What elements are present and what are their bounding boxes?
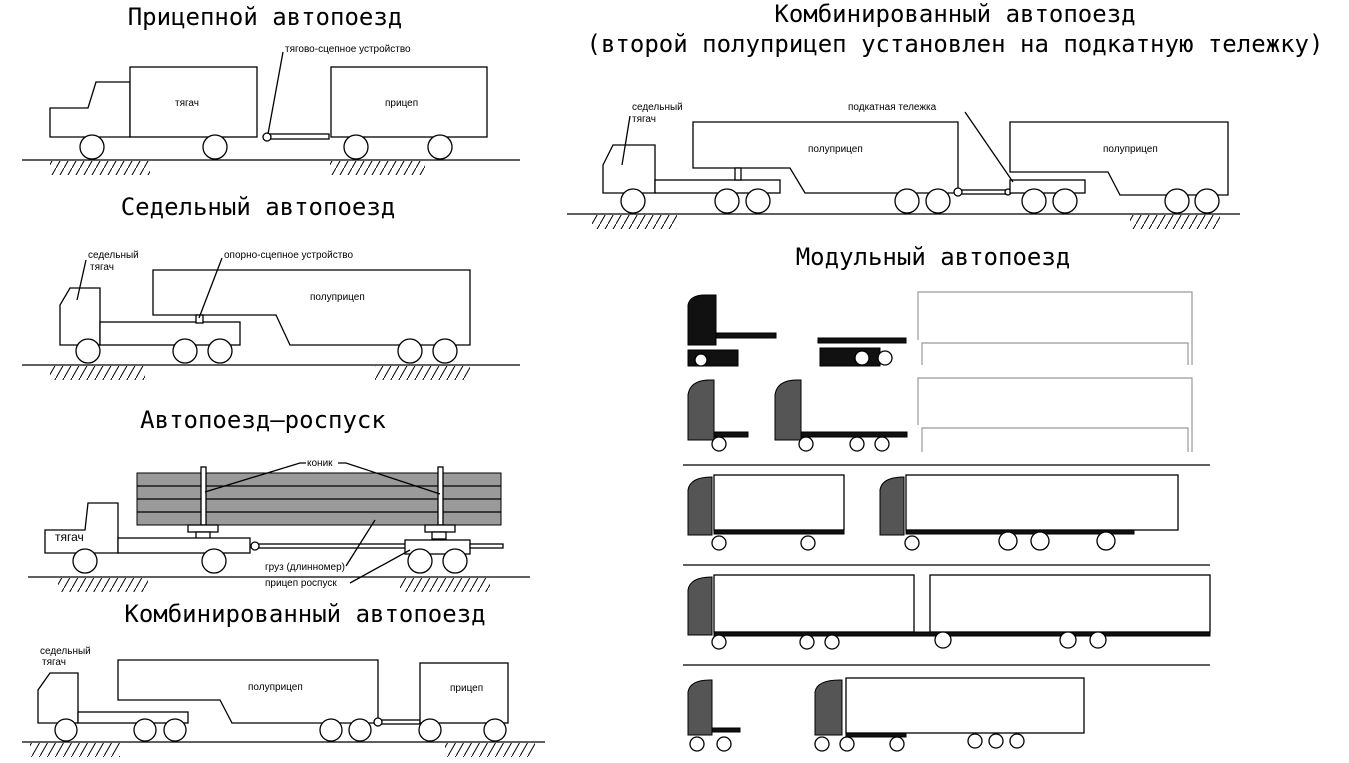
- label-tractor: тягач: [55, 530, 84, 544]
- drawbar: [266, 133, 330, 140]
- semitrailer-2: [1009, 121, 1229, 196]
- title-combined-dolly-1: Комбинированный автопоезд: [774, 0, 1135, 28]
- title-semitrailer-train: Седельный автопоезд: [121, 193, 396, 221]
- module-row-3: [683, 474, 1210, 566]
- combined-train-diagram: Комбинированный автопоезд полуприцеп сед…: [22, 600, 545, 757]
- label-saddle-tractor: седельный: [632, 102, 683, 113]
- modular-train-diagram: Модульный автопоезд: [683, 243, 1211, 752]
- bolster-post: [437, 466, 444, 526]
- wheel: [343, 134, 369, 160]
- label-trailer: прицеп: [385, 98, 418, 109]
- module-row-5: [687, 677, 1085, 752]
- wheel: [427, 134, 453, 160]
- label-bolster: коник: [307, 458, 333, 469]
- semitrailer-body: [152, 269, 471, 346]
- tractor-cab: [44, 502, 119, 554]
- coupling: [262, 132, 272, 142]
- wheel: [79, 134, 105, 160]
- label-tow-coupling: тягово-сцепное устройство: [285, 44, 411, 55]
- label-cargo: груз (длинномер): [265, 562, 345, 573]
- wheel: [202, 134, 228, 160]
- tractor-cab: [602, 144, 656, 194]
- label-pole-trailer: прицеп роспуск: [265, 578, 337, 589]
- tractor-frame: [99, 321, 241, 346]
- label-saddle-tractor-2: тягач: [632, 114, 656, 125]
- dolly: [1009, 179, 1086, 194]
- combined-dolly-train-diagram: Комбинированный автопоезд (второй полупр…: [567, 0, 1323, 229]
- label-saddle-tractor-2: тягач: [90, 262, 114, 273]
- title-trailer-train: Прицепной автопоезд: [128, 3, 403, 31]
- semitrailer-body: [117, 659, 379, 724]
- title-combined-dolly-2: (второй полуприцеп установлен на подкатн…: [587, 30, 1324, 58]
- truck-body: [129, 66, 258, 138]
- label-tractor: тягач: [175, 98, 199, 109]
- label-saddle-tractor: седельный: [40, 646, 91, 657]
- log-train-diagram: Автопоезд–роспуск тягач коник груз (длин…: [28, 406, 530, 592]
- module-row-4: [683, 574, 1211, 666]
- label-fifth-wheel: опорно-сцепное устройство: [224, 250, 353, 261]
- semitrailer-train-diagram: Седельный автопоезд полуприцеп седельный…: [22, 193, 520, 380]
- reach-pole: [254, 543, 408, 549]
- label-saddle-tractor-2: тягач: [42, 657, 66, 668]
- label-saddle-tractor: седельный: [88, 250, 139, 261]
- module-row-2: [683, 377, 1210, 466]
- semitrailer-1: [692, 121, 959, 194]
- trailer-body: [330, 66, 488, 138]
- label-semitrailer-2: полуприцеп: [1103, 144, 1158, 155]
- trailer-body: [419, 662, 509, 724]
- trailer-train-diagram: Прицепной автопоезд тягач прицеп тягово-…: [22, 3, 520, 175]
- title-log-train: Автопоезд–роспуск: [140, 406, 386, 434]
- label-trailer: прицеп: [450, 683, 483, 694]
- label-semitrailer-1: полуприцеп: [808, 144, 863, 155]
- tractor-cab: [59, 287, 101, 346]
- label-semitrailer: полуприцеп: [248, 682, 303, 693]
- title-combined-train: Комбинированный автопоезд: [124, 600, 485, 628]
- truck-cab: [49, 81, 131, 138]
- module-row-1: [687, 291, 1193, 367]
- label-dolly: подкатная тележка: [848, 102, 937, 113]
- title-modular-train: Модульный автопоезд: [796, 243, 1071, 271]
- bolster-post: [200, 466, 207, 526]
- label-semitrailer: полуприцеп: [310, 292, 365, 303]
- tractor-cab: [37, 672, 79, 724]
